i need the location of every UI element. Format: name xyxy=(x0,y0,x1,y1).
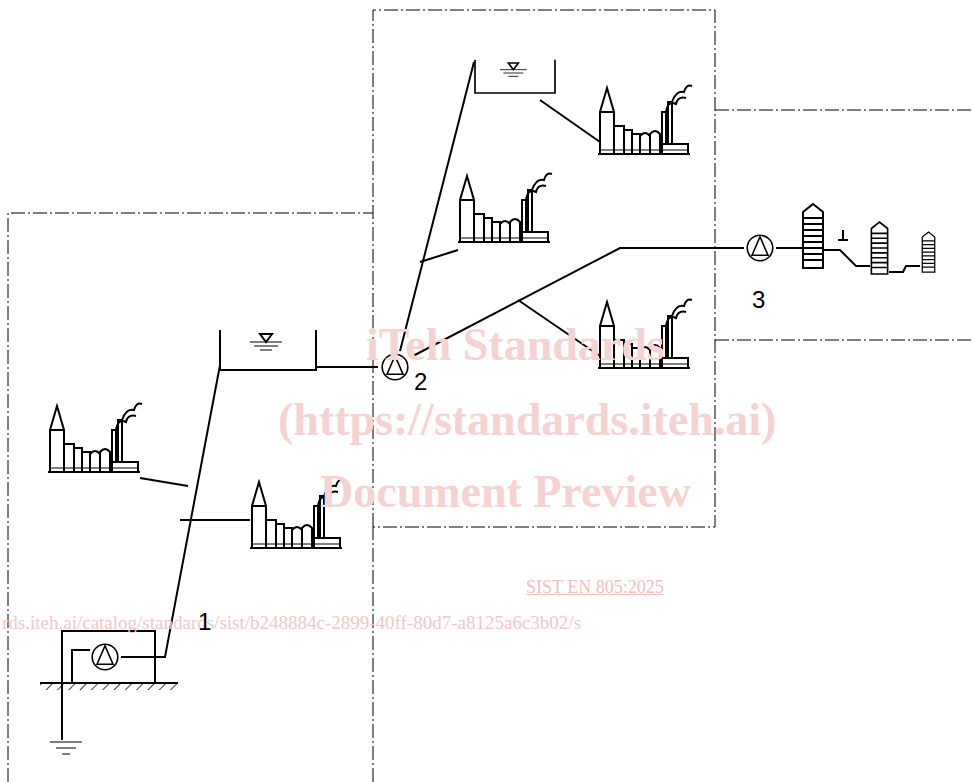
zone-2-drawing xyxy=(316,62,744,367)
callout-number: 2 xyxy=(414,370,427,394)
zone-boundaries xyxy=(8,10,974,782)
zone-1-drawing xyxy=(40,365,250,754)
watermark-code: SIST EN 805:2025 xyxy=(526,578,664,596)
zone-3-drawing xyxy=(776,230,920,272)
callout-number: 3 xyxy=(752,288,765,312)
watermark-text: iTeh Standards xyxy=(366,322,665,368)
watermark-text: (https://standards.iteh.ai) xyxy=(278,397,776,443)
watermark-url: rds.iteh.ai/catalog/standards/sist/b2488… xyxy=(2,613,581,632)
watermark-text: Document Preview xyxy=(320,469,691,515)
callout-number: 1 xyxy=(198,610,211,634)
